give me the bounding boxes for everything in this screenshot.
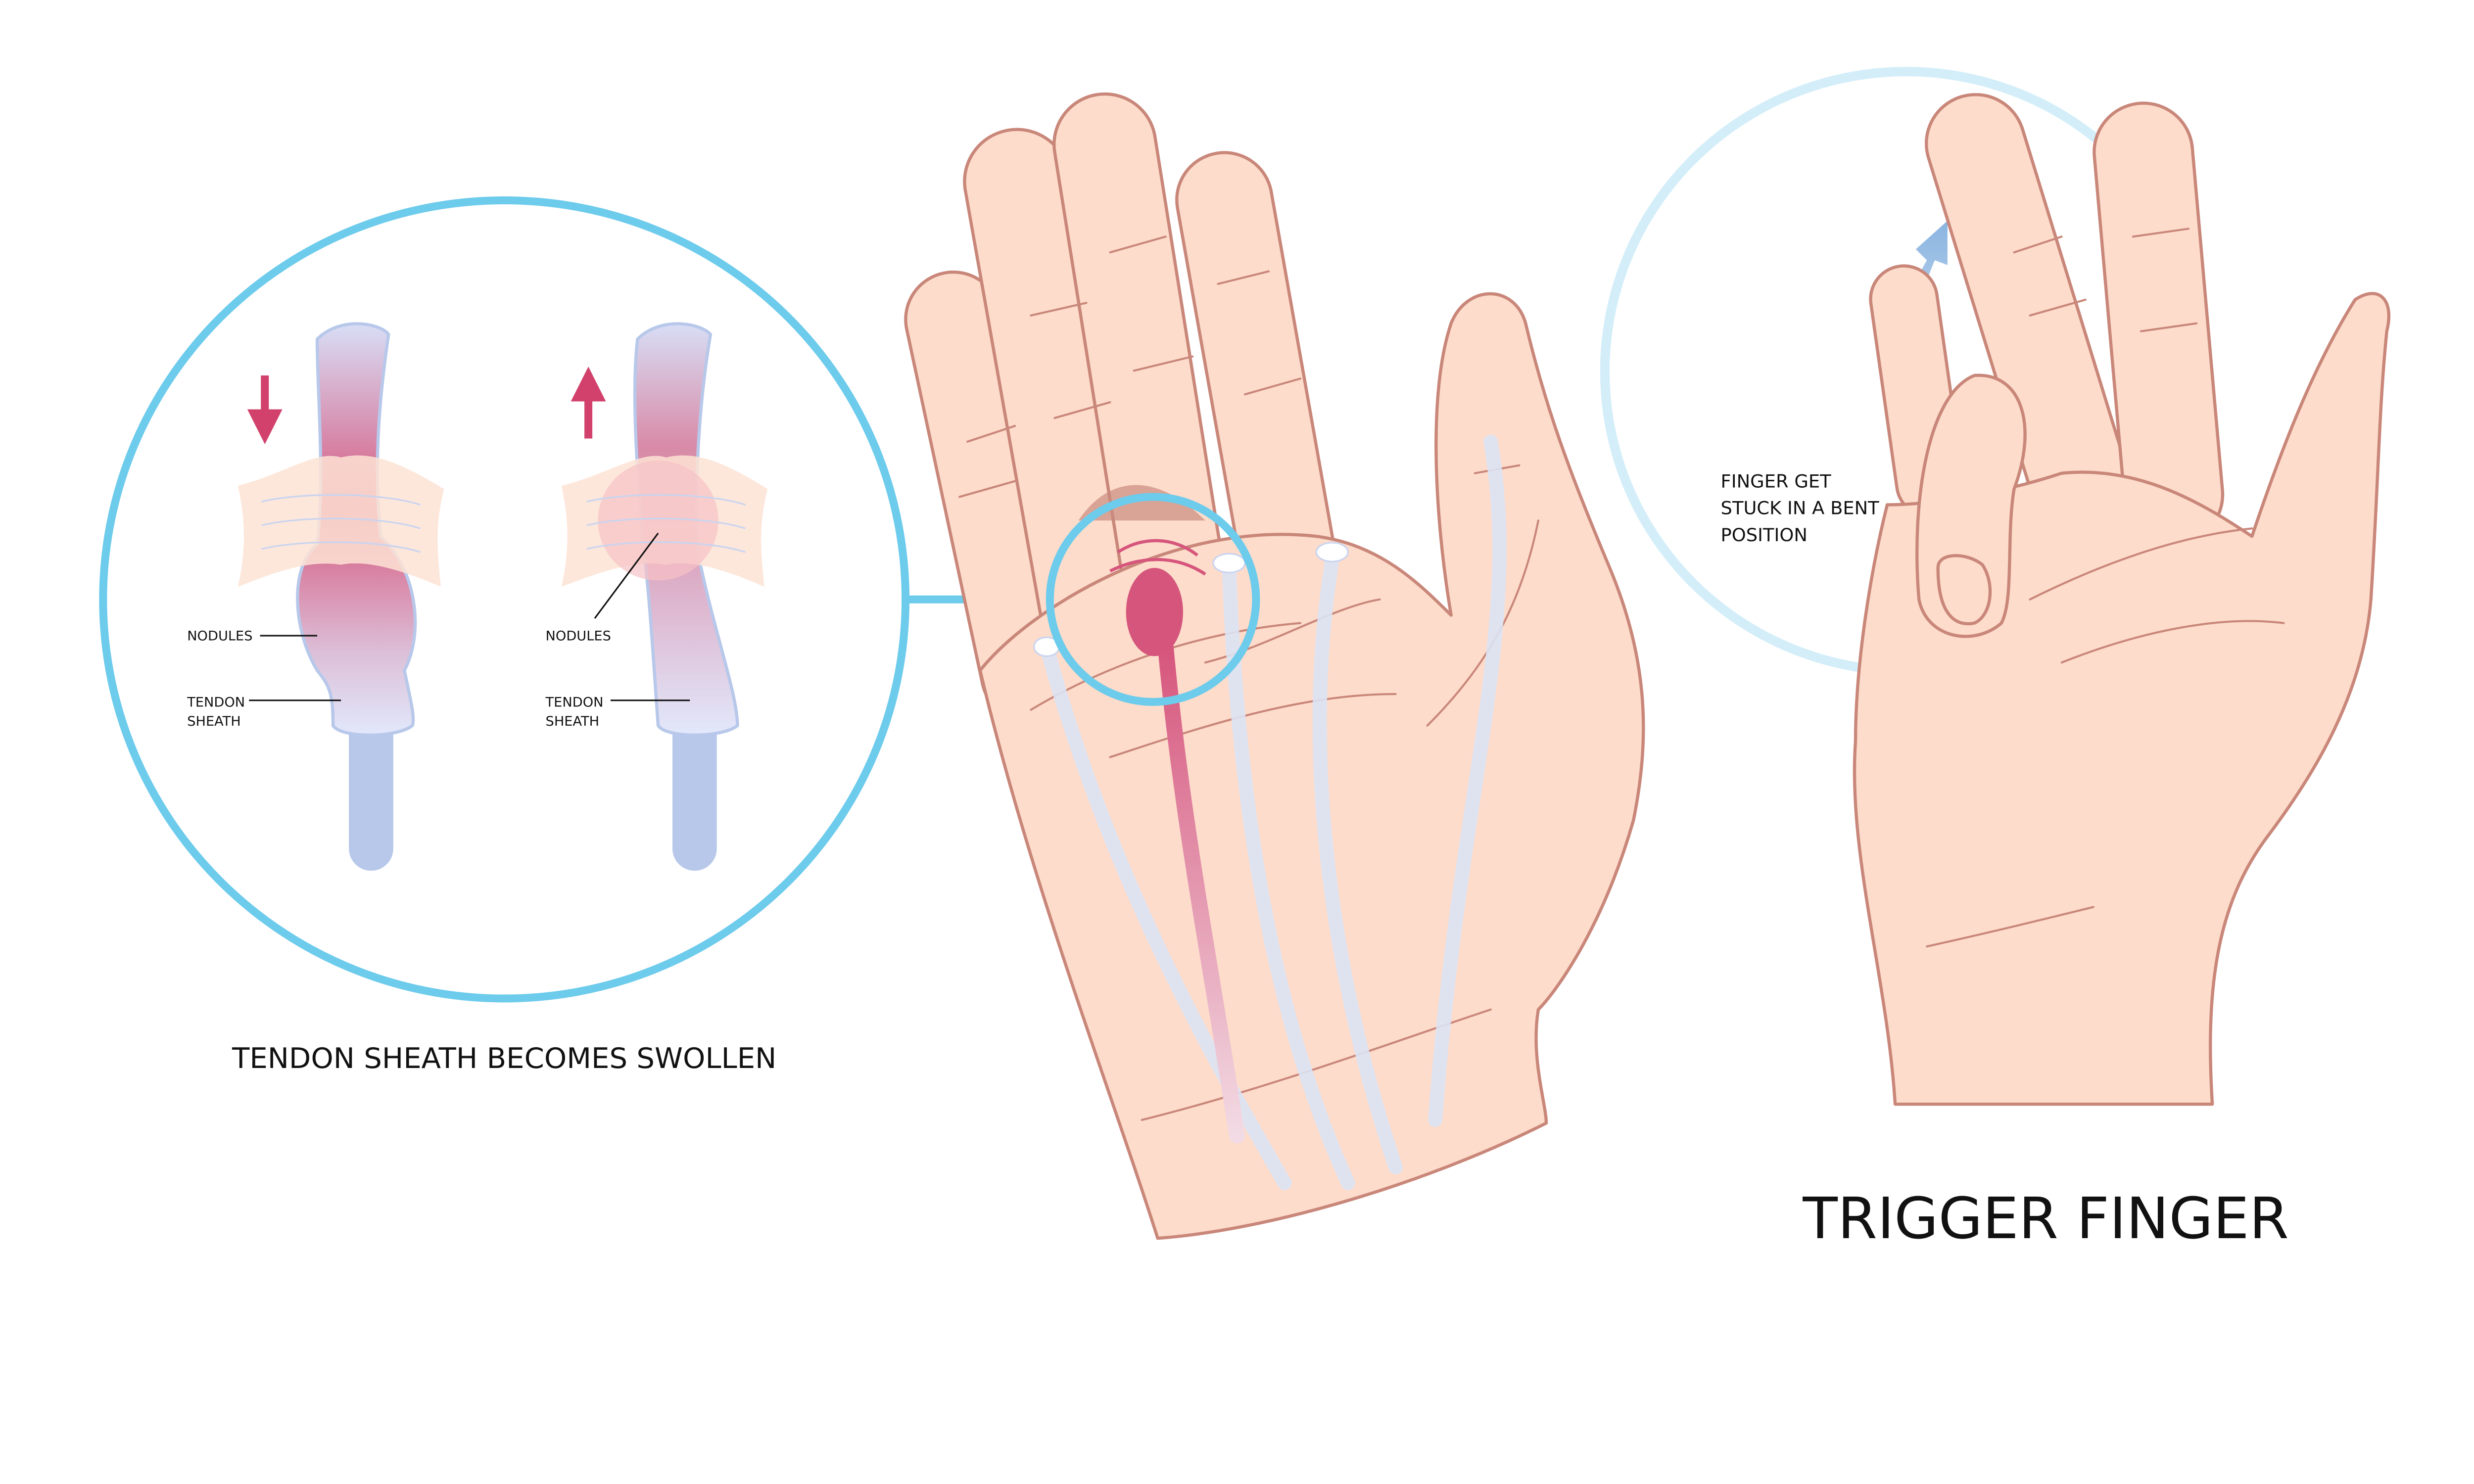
finger-web-shadow: [1078, 485, 1205, 521]
tendon: [349, 694, 393, 871]
tendon-detail-swollen: NODULES TENDON SHEATH: [187, 322, 444, 871]
inflamed-tendon: [1157, 639, 1245, 1144]
sheath-opening: [1315, 542, 1349, 562]
tendon: [672, 694, 717, 871]
tendon: [1039, 640, 1292, 1190]
sheath-label-line2: SHEATH: [187, 714, 241, 729]
pulley: [238, 455, 444, 587]
nodules-label: NODULES: [546, 629, 611, 644]
arrow-down-icon: [247, 375, 283, 444]
motion-circle: [1600, 67, 2113, 675]
sheath-opening: [1212, 553, 1246, 574]
swollen-nodule: [1126, 567, 1184, 656]
inflammation-marks: [1109, 539, 1206, 576]
leader-line: [594, 532, 659, 619]
pulley-fibers: [586, 494, 746, 553]
page-title: TRIGGER FINGER: [1802, 1186, 2288, 1252]
zoom-circle: [99, 196, 910, 1003]
zoom-caption: TENDON SHEATH BECOMES SWOLLEN: [232, 1042, 776, 1075]
note-line3: POSITION: [1721, 524, 1808, 546]
sheath-label-line1: TENDON: [545, 695, 604, 710]
magnify-circle: [1046, 493, 1260, 706]
hand-creases: [1926, 228, 2285, 948]
tendon: [1428, 434, 1507, 1127]
tendon: [1312, 553, 1403, 1175]
nodules-label: NODULES: [187, 629, 252, 644]
fingernail: [1936, 554, 1992, 626]
sheath-label-line1: TENDON: [187, 695, 245, 710]
trigger-finger-hand: FINGER GET STUCK IN A BENT POSITION: [1600, 67, 2391, 1106]
zoom-panel: NODULES TENDON SHEATH NODULES TENDON SHE…: [99, 196, 1050, 1075]
nodule: [598, 461, 718, 581]
arrow-up-icon: [571, 367, 606, 439]
pulley-fibers: [261, 494, 421, 553]
sheath-label-line2: SHEATH: [546, 714, 600, 729]
trigger-finger-diagram: NODULES TENDON SHEATH NODULES TENDON SHE…: [99, 67, 2391, 1252]
note-line2: STUCK IN A BENT: [1721, 498, 1880, 519]
tendon-detail-normal: NODULES TENDON SHEATH: [545, 322, 768, 871]
palm-hand-illustration: [904, 92, 1645, 1240]
palm: [978, 292, 1645, 1240]
note-line1: FINGER GET: [1721, 470, 1832, 492]
